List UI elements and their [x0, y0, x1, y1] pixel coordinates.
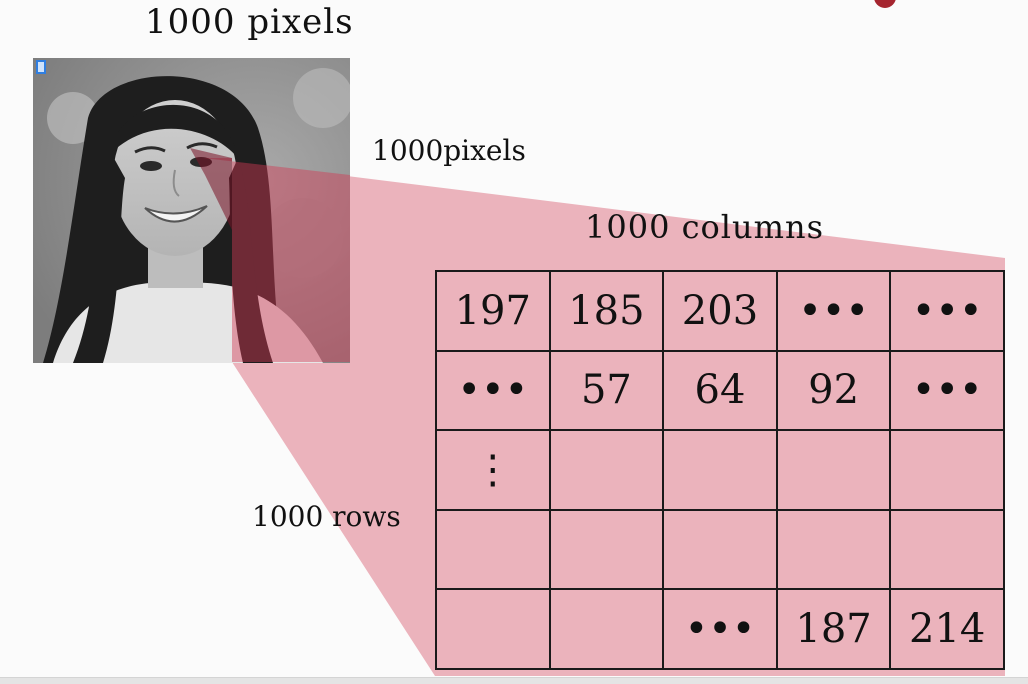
- grid-row: [435, 508, 1005, 591]
- grid-cell: [435, 508, 551, 591]
- grid-row: ••• 187 214: [435, 588, 1005, 670]
- slide-bottom-divider: [0, 677, 1028, 684]
- grid-cell: 64: [662, 349, 778, 432]
- grid-cell: •••: [889, 270, 1005, 352]
- grid-row: ••• 57 64 92 •••: [435, 349, 1005, 432]
- grid-cell: 203: [662, 270, 778, 352]
- grid-cell: [548, 588, 665, 670]
- grid-cell: [662, 429, 778, 511]
- grid-cell: [889, 429, 1005, 511]
- grid-cell: 197: [435, 270, 551, 352]
- grid-cell: 187: [775, 588, 892, 670]
- grid-cell: ⋮: [435, 429, 551, 511]
- grid-cell: •••: [435, 349, 551, 432]
- grid-cell: [662, 508, 778, 591]
- grid-cell: [775, 429, 892, 511]
- columns-label: 1000 columns: [585, 208, 825, 246]
- grid-cell: [889, 508, 1005, 591]
- grid-cell: [775, 508, 892, 591]
- grid-row: 197 185 203 ••• •••: [435, 270, 1005, 352]
- grid-cell: •••: [889, 349, 1005, 432]
- selection-handle-icon[interactable]: [36, 60, 46, 74]
- grid-cell: •••: [662, 588, 778, 670]
- grid-cell: [435, 588, 551, 670]
- rows-label: 1000 rows: [252, 500, 401, 533]
- width-label: 1000 pixels: [145, 2, 354, 42]
- pixel-value-grid: 197 185 203 ••• ••• ••• 57 64 92 ••• ⋮: [435, 270, 1005, 670]
- height-label: 1000pixels: [372, 134, 526, 167]
- grid-cell: [548, 429, 665, 511]
- grid-row: ⋮: [435, 429, 1005, 511]
- portrait-photo: [33, 58, 350, 363]
- grid-cell: 92: [775, 349, 892, 432]
- brand-logo-fragment: [874, 0, 896, 8]
- grid-cell: [548, 508, 665, 591]
- grid-cell: 185: [548, 270, 665, 352]
- grid-cell: 214: [889, 588, 1005, 670]
- grid-cell: •••: [775, 270, 892, 352]
- portrait-image: [33, 58, 350, 363]
- grid-cell: 57: [548, 349, 665, 432]
